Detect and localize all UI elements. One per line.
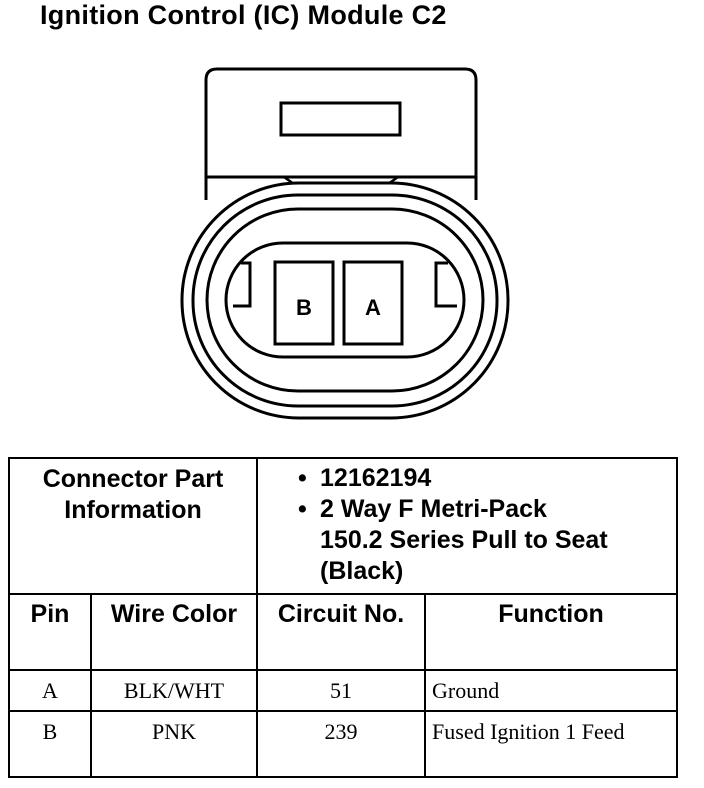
header-wire-color: Wire Color [89,593,259,671]
connector-info-table: Connector Part Information •12162194 •2 … [7,457,679,778]
cell-wire-color: PNK [89,710,259,778]
connector-key-left [233,261,252,308]
part-info-label: Connector Part Information [42,465,224,524]
terminal-a-label: A [365,295,381,320]
cell-function: Ground [424,669,679,712]
cell-wire-color: BLK/WHT [89,669,259,712]
diagram-title: Ignition Control (IC) Module C2 [40,0,447,30]
cell-pin: B [8,710,92,778]
terminal-a [342,260,404,346]
function-text: Fused Ignition 1 Feed [432,719,625,744]
terminal-b [273,260,335,346]
part-description: 2 Way F Metri-Pack 150.2 Series Pull to … [320,495,608,585]
part-info-item: •2 Way F Metri-Pack 150.2 Series Pull to… [298,494,676,587]
cell-pin: A [8,669,92,712]
cell-circuit: 51 [256,669,427,712]
connector-key-right [434,261,457,308]
part-info-item: •12162194 [298,464,432,492]
header-function: Function [424,593,679,671]
connector-diagram: B A [180,67,510,420]
cell-function: Fused Ignition 1 Feed [424,710,679,778]
connector-latch [279,101,402,137]
table-row: A BLK/WHT 51 Ground [8,669,679,712]
header-pin: Pin [8,593,92,671]
terminal-b-label: B [296,295,312,320]
header-circuit-no: Circuit No. [256,593,427,671]
part-info-label-cell: Connector Part Information [7,457,259,595]
cell-circuit: 239 [256,710,427,778]
table-row: B PNK 239 Fused Ignition 1 Feed [8,710,679,778]
part-info-values: •12162194 •2 Way F Metri-Pack 150.2 Seri… [256,457,679,595]
part-number: 12162194 [320,464,432,492]
